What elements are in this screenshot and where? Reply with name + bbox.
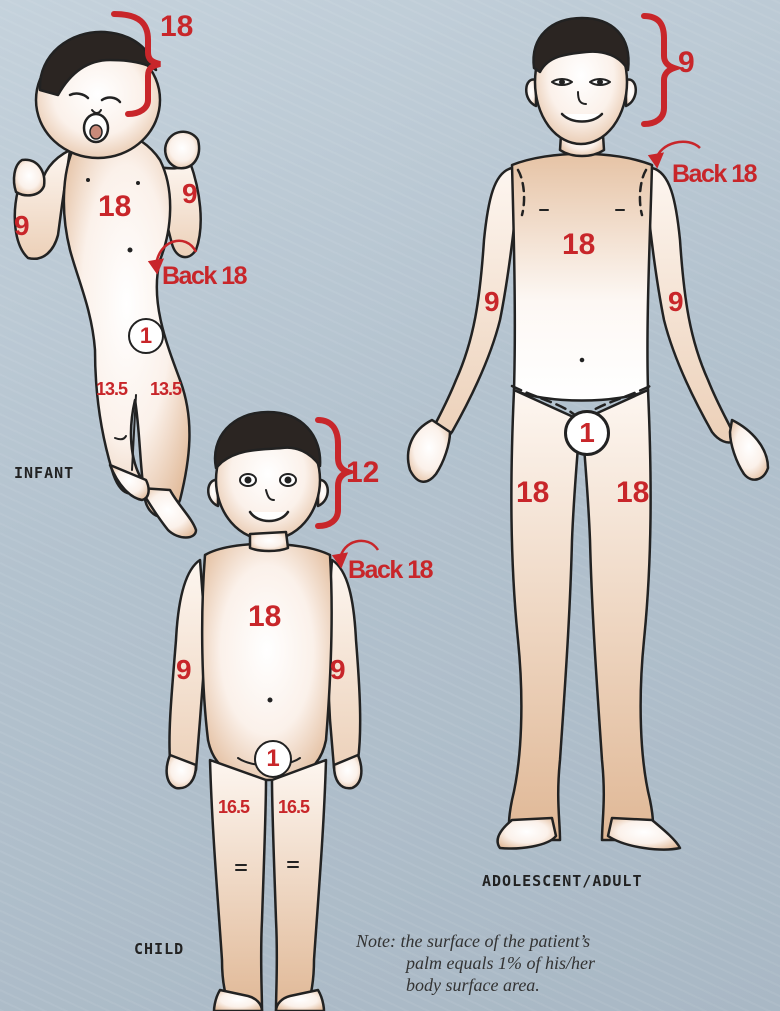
infant-trunk-value: 18 <box>98 192 131 222</box>
child-arm-right-value: 9 <box>176 656 192 684</box>
child-leg-right-value: 16.5 <box>218 798 249 816</box>
infant-leg-right-value: 13.5 <box>96 380 127 398</box>
palm-note: Note: the surface of the patient’s palm … <box>356 930 716 996</box>
adult-leg-right <box>509 390 580 840</box>
adult-head-brace <box>644 16 674 124</box>
adult-arm-right <box>428 168 518 442</box>
palm-note-line-3: body surface area. <box>356 974 716 996</box>
adult-back-value: Back 18 <box>672 162 756 187</box>
adult-groin-value: 1 <box>564 410 610 456</box>
infant-label: INFANT <box>14 464 74 482</box>
infant-fist-right <box>14 160 44 196</box>
child-head-brace <box>318 420 348 526</box>
adult-trunk-value: 18 <box>562 230 595 260</box>
adult-arm-right-value: 9 <box>484 288 500 316</box>
adult-foot-right <box>498 818 556 849</box>
infant-arm-right-value: 9 <box>14 212 30 240</box>
adult-back-arrow <box>656 142 700 160</box>
adult-leg-left-value: 18 <box>616 478 649 508</box>
child-groin-value: 1 <box>254 740 292 778</box>
adult-leg-left <box>582 390 653 840</box>
adult-hand-right <box>408 420 450 482</box>
child-arm-left-value: 9 <box>330 656 346 684</box>
adult-arm-left <box>646 168 736 442</box>
child-neck <box>250 532 288 551</box>
adult-label: ADOLESCENT/ADULT <box>482 872 643 890</box>
infant-head-value: 18 <box>160 12 193 42</box>
infant-groin-value: 1 <box>128 318 164 354</box>
infant-back-value: Back 18 <box>162 264 246 289</box>
adult-hand-left <box>730 420 768 480</box>
infant-arm-left-value: 9 <box>182 180 198 208</box>
child-figure <box>167 412 362 1011</box>
child-back-value: Back 18 <box>348 558 432 583</box>
adult-leg-right-value: 18 <box>516 478 549 508</box>
child-label: CHILD <box>134 940 184 958</box>
child-trunk-value: 18 <box>248 602 281 632</box>
child-head-value: 12 <box>346 458 379 488</box>
child-leg-left-value: 16.5 <box>278 798 309 816</box>
adult-head-value: 9 <box>678 48 695 78</box>
palm-note-line-1: Note: the surface of the patient’s <box>356 930 716 952</box>
infant-leg-left-value: 13.5 <box>150 380 181 398</box>
infant-fist-left <box>165 132 199 168</box>
adult-torso <box>512 154 652 401</box>
palm-note-line-2: palm equals 1% of his/her <box>356 952 716 974</box>
adult-arm-left-value: 9 <box>668 288 684 316</box>
adult-foot-left <box>608 818 680 850</box>
